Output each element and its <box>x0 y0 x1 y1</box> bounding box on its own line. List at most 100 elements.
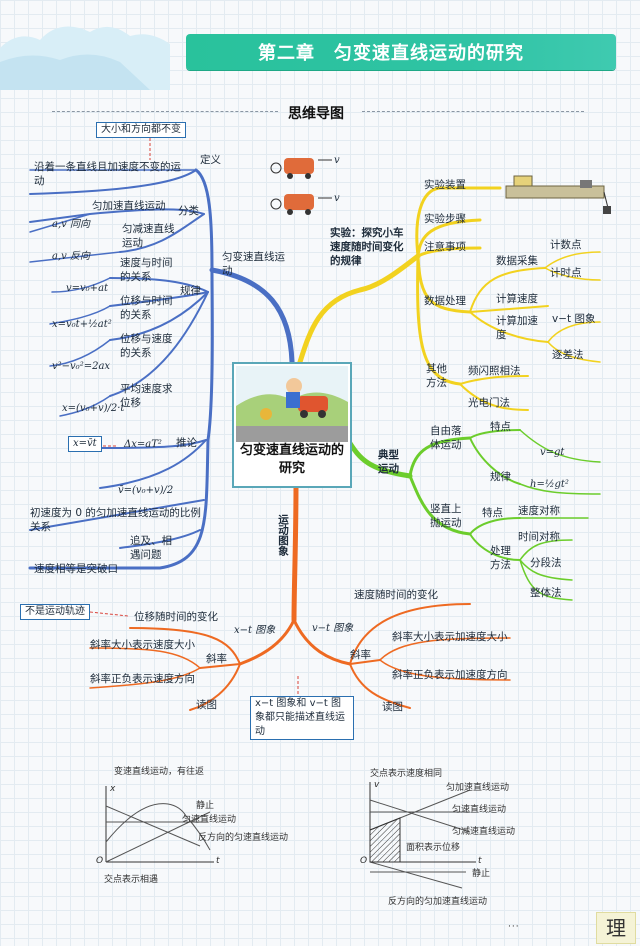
formula-free-fall-v: v=gt <box>540 447 565 458</box>
label-classify: 分类 <box>178 205 199 217</box>
successive-difference: 逐差法 <box>552 349 584 361</box>
whole-method: 整体法 <box>530 587 562 599</box>
graph-left-bottom-note: 交点表示相遇 <box>104 875 159 885</box>
other-methods: 其他方法 <box>426 363 447 389</box>
velocity-time: 速度与时间的关系 <box>120 257 173 283</box>
slope-sign: 斜率正负表示速度方向 <box>90 673 195 685</box>
slope-right: 斜率 <box>350 649 371 661</box>
graph-left-x: t <box>216 856 220 866</box>
calc-accel: 计算加速度 <box>496 315 538 341</box>
note-box-track: 不是运动轨迹 <box>20 604 90 620</box>
divider-left <box>52 111 278 112</box>
subject-logo: 理 <box>596 912 636 944</box>
graph-right-origin: O <box>360 856 368 866</box>
formula-average: x=(v₀+v)/2·t <box>62 403 125 414</box>
divider-right <box>362 111 584 112</box>
slope-magnitude: 斜率大小表示速度大小 <box>90 639 195 651</box>
formula-free-fall-h: h=½gt² <box>530 479 569 490</box>
free-fall: 自由落体运动 <box>430 425 462 451</box>
graph-left-rest: 静止 <box>196 801 215 811</box>
disp-change: 位移随时间的变化 <box>134 611 218 623</box>
speed-change: 速度随时间的变化 <box>354 589 438 601</box>
cloud-decoration <box>0 26 170 90</box>
displacement-time: 位移与时间的关系 <box>120 295 173 321</box>
photogate: 光电门法 <box>468 397 510 409</box>
car-icons <box>270 158 332 215</box>
xt-image: x−t 图象 <box>234 625 276 636</box>
data-processing: 数据处理 <box>424 295 466 307</box>
processing-method: 处理方法 <box>490 545 511 571</box>
same-direction: a,v 同向 <box>52 219 90 230</box>
graph-left-reverse: 反方向的匀速直线运动 <box>198 833 289 843</box>
label-inference: 推论 <box>176 437 197 449</box>
calc-speed: 计算速度 <box>496 293 538 305</box>
breakthrough: 速度相等是突破口 <box>34 563 118 575</box>
formula-velocity: v=v₀+at <box>66 283 109 294</box>
free-fall-features: 特点 <box>490 421 511 433</box>
label-law: 规律 <box>180 285 201 297</box>
cautions: 注意事项 <box>424 241 466 253</box>
graph-left-origin: O <box>96 856 104 866</box>
vertical-throw: 竖直上抛运动 <box>430 503 462 529</box>
graph-right-reverse: 反方向的匀加速直线运动 <box>388 897 488 907</box>
graph-left-uniform: 匀速直线运动 <box>182 815 237 825</box>
count-points: 计数点 <box>550 239 582 251</box>
label-definition: 定义 <box>200 154 221 166</box>
center-illustration <box>236 366 348 442</box>
note-box-straight-line: x−t 图象和 v−t 图象都只能描述直线运动 <box>250 696 354 740</box>
read-graph-right: 读图 <box>382 701 403 713</box>
slope2-sign: 斜率正负表示加速度方向 <box>392 669 508 681</box>
apparatus-icon <box>505 175 611 214</box>
mindmap-subtitle: 思维导图 <box>288 106 344 122</box>
segment-method: 分段法 <box>530 557 562 569</box>
definition-text: 沿着一条直线且加速度不变的运动 <box>34 161 181 187</box>
graph-right-accel: 匀加速直线运动 <box>446 783 510 793</box>
branch-typical: 典型运动 <box>378 449 399 475</box>
formula-mean-velocity: v̄=(v₀+v)/2 <box>118 485 174 496</box>
timing-points: 计时点 <box>550 267 582 279</box>
formula-displacement: x=v₀t+½at² <box>52 319 112 330</box>
read-graph-left: 读图 <box>196 699 217 711</box>
graph-right-y: v <box>374 780 380 790</box>
slope2-magnitude: 斜率大小表示加速度大小 <box>392 631 508 643</box>
graph-right-decel: 匀减速直线运动 <box>452 827 516 837</box>
car-velocity-label-1: v <box>334 155 340 166</box>
speed-symmetry: 速度对称 <box>518 505 560 517</box>
center-node: 匀变速直线运动的研究 <box>232 362 352 488</box>
opposite-direction: a,v 反向 <box>52 251 90 262</box>
time-symmetry: 时间对称 <box>518 531 560 543</box>
note-box-direction: 大小和方向都不变 <box>96 122 186 138</box>
car-velocity-label-2: v <box>334 193 340 204</box>
data-collection: 数据采集 <box>496 255 538 267</box>
formula-disp-velocity: v²−v₀²=2ax <box>52 361 111 372</box>
page-stamp: ··· <box>508 922 520 932</box>
graph-right-area: 面积表示位移 <box>406 843 461 853</box>
chase-problem: 追及、相遇问题 <box>130 535 172 561</box>
apparatus: 实验装置 <box>424 179 466 191</box>
average-velocity: 平均速度求位移 <box>120 383 173 409</box>
free-fall-law: 规律 <box>490 471 511 483</box>
slope-left: 斜率 <box>206 653 227 665</box>
box-average-velocity: x=v̄t <box>68 436 102 452</box>
vt-image: v−t 图象 <box>552 313 596 325</box>
branch-experiment: 实验：探究小车速度随时间变化的规律 <box>330 227 404 267</box>
displacement-velocity: 位移与速度的关系 <box>120 333 173 359</box>
ratio-relation: 初速度为 0 的匀加速直线运动的比例关系 <box>30 507 201 533</box>
graph-right-top-note: 交点表示速度相同 <box>370 769 443 779</box>
vt-image-bottom: v−t 图象 <box>312 623 354 634</box>
accel-motion: 匀加速直线运动 <box>92 200 166 212</box>
graph-left-top-note: 变速直线运动，有往返 <box>114 767 205 777</box>
chapter-title: 第二章 匀变速直线运动的研究 <box>258 43 524 64</box>
chapter-banner: 第二章 匀变速直线运动的研究 <box>186 34 616 70</box>
formula-delta-x: Δx=aT² <box>124 439 162 450</box>
branch-motion-graph: 运动图象 <box>277 514 289 556</box>
vertical-features: 特点 <box>482 507 503 519</box>
graph-right-uniform: 匀速直线运动 <box>452 805 507 815</box>
graph-right-rest: 静止 <box>472 869 491 879</box>
flash-photography: 频闪照相法 <box>468 365 521 377</box>
center-title: 匀变速直线运动的研究 <box>239 443 344 476</box>
graph-left-y: x <box>110 784 116 794</box>
